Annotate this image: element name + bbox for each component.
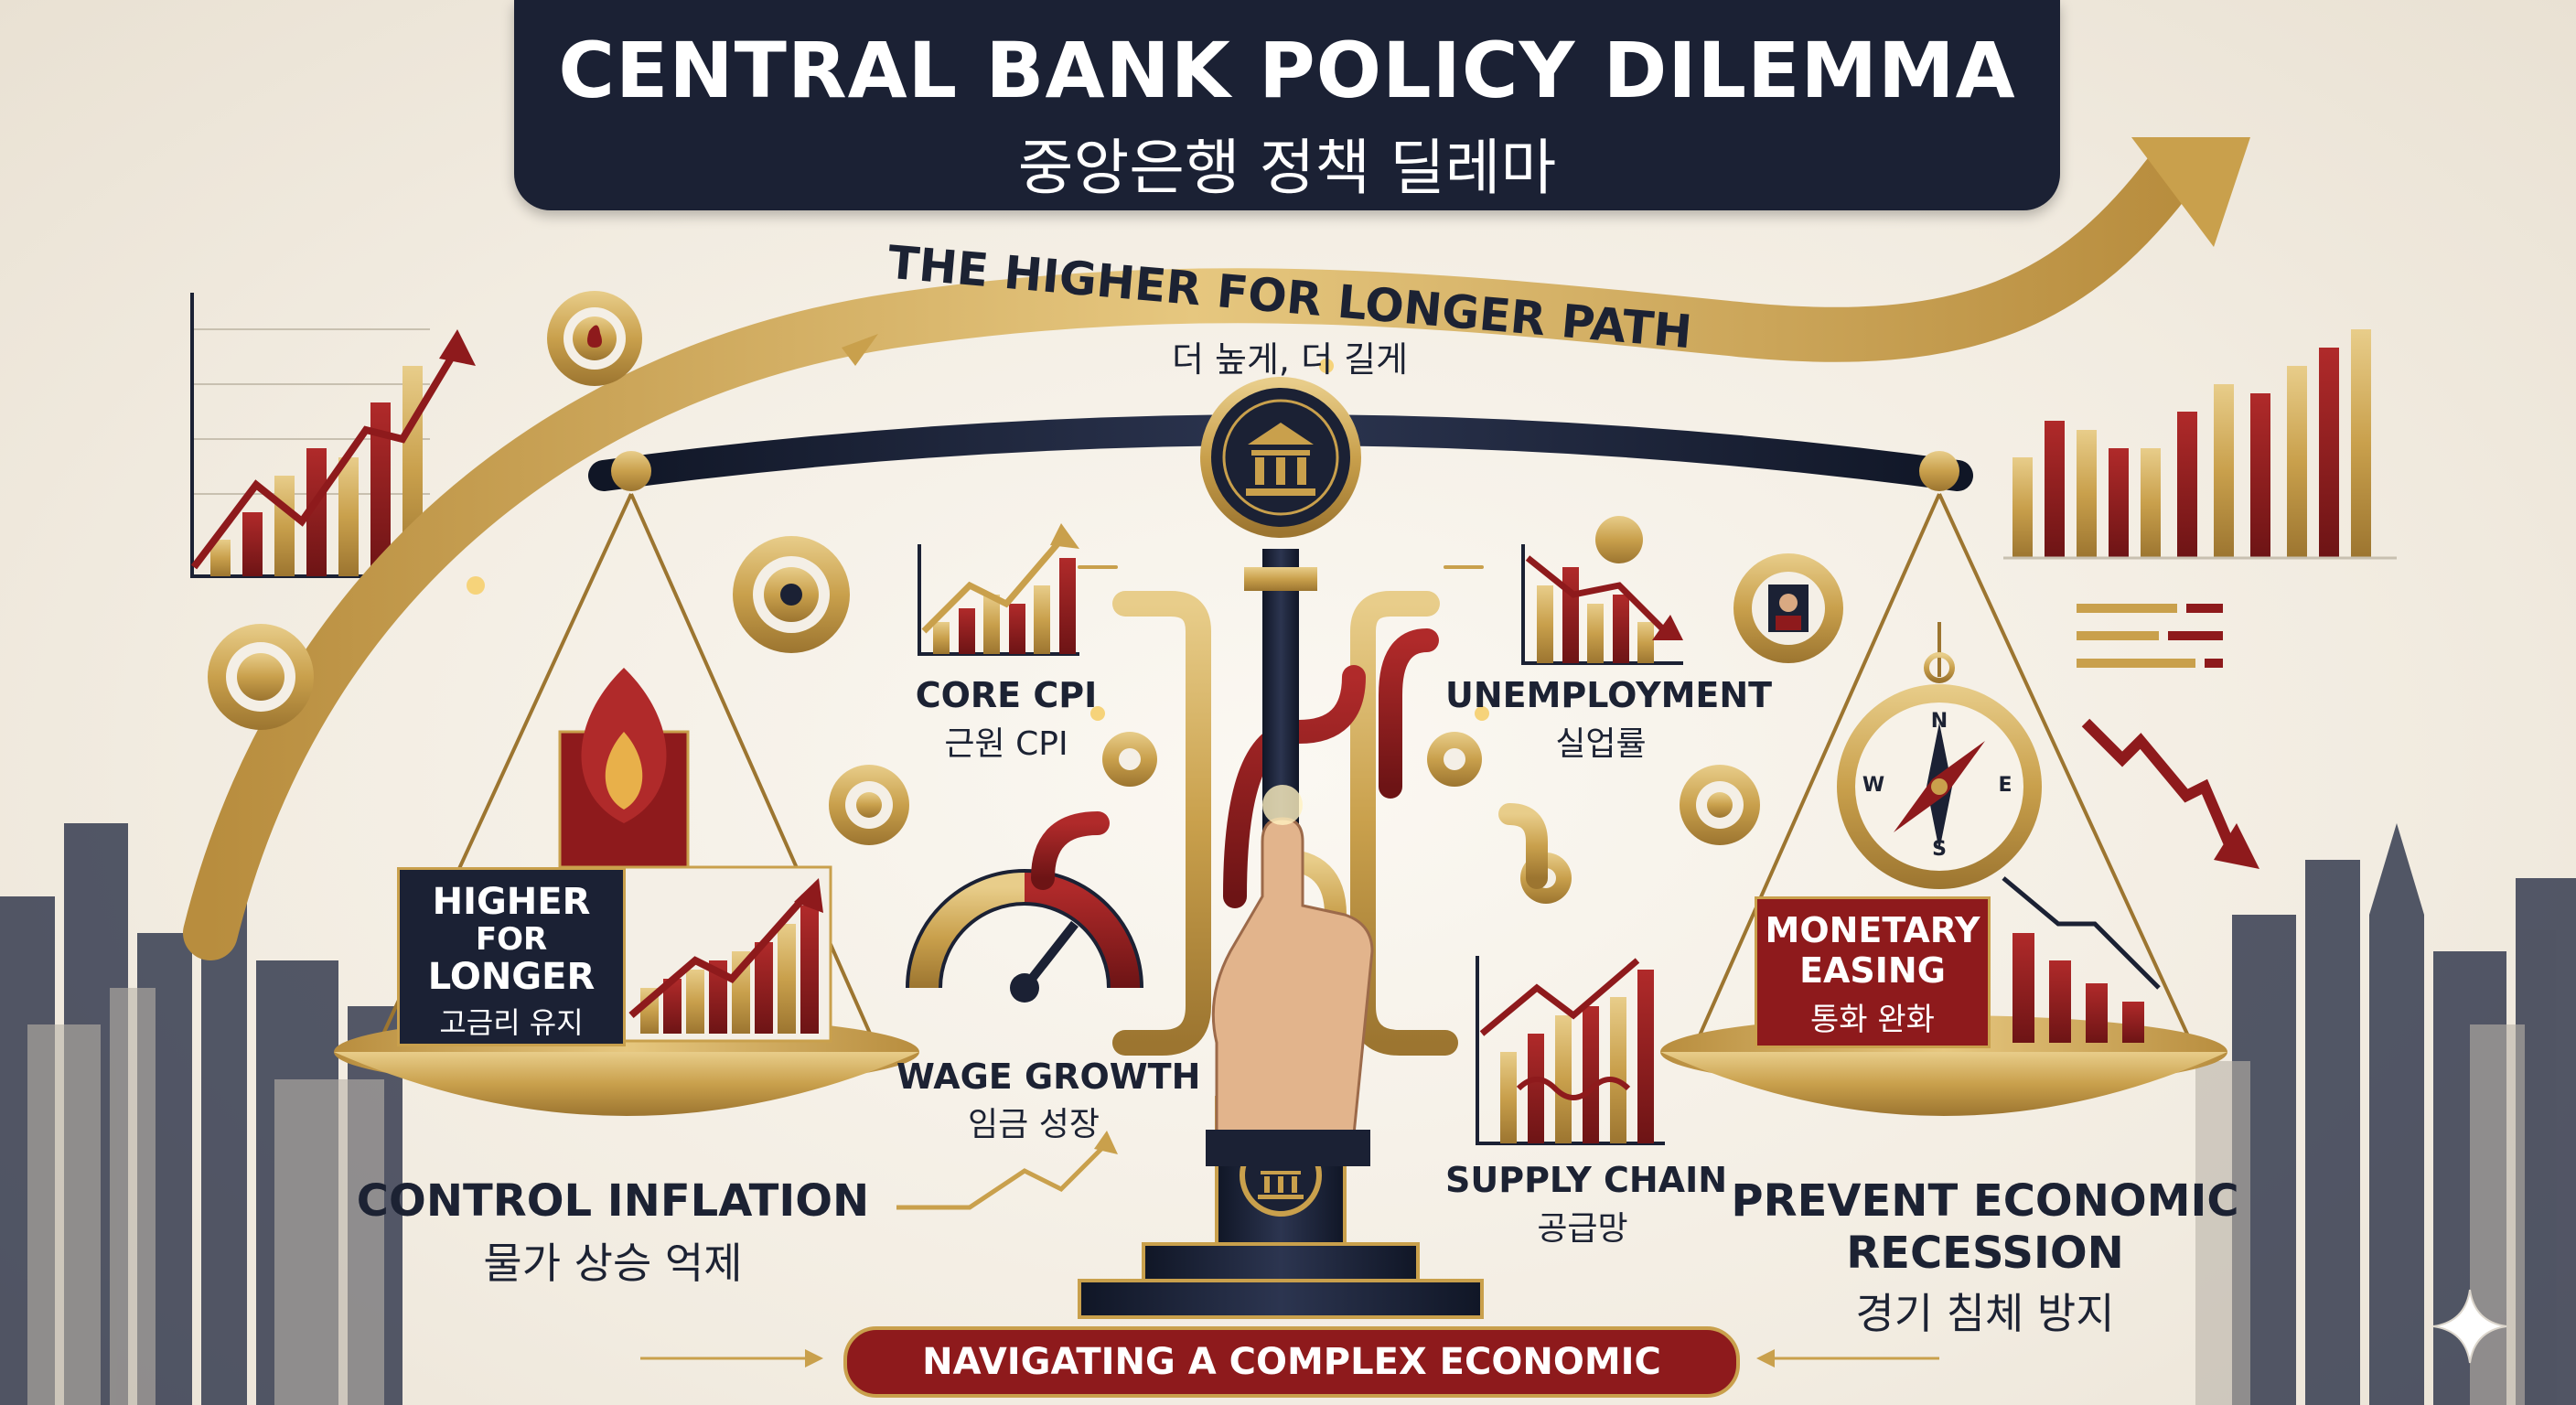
supply-chain-label: SUPPLY CHAIN: [1445, 1160, 1728, 1200]
scale-pan-left: [334, 668, 919, 1116]
panel-left-line3: LONGER: [427, 956, 596, 998]
supply-chain-chart: [1476, 956, 1665, 1145]
unemployment-label-korean: 실업률: [1555, 725, 1647, 763]
panel-left-line1: HIGHER: [432, 881, 591, 923]
scale-chains-right: [1690, 493, 2197, 1053]
sparkle-star-icon: [2432, 1289, 2507, 1364]
compass-w: W: [1862, 774, 1885, 797]
central-bank-emblem: [1200, 377, 1361, 538]
person-gear-icon: [1733, 553, 1843, 663]
compass-s: S: [1932, 838, 1947, 861]
city-skyline-left-far: [27, 988, 384, 1405]
hand-pressing-lever: [1206, 785, 1374, 1166]
gear-icon-top-left: [547, 291, 642, 386]
bottom-banner: NAVIGATING A COMPLEX ECONOMIC LANDSCAPE: [843, 1326, 1740, 1398]
wage-growth-label-korean: 임금 성장: [968, 1106, 1100, 1143]
page-title-korean: 중앙은행 정책 딜레마: [1017, 133, 1557, 203]
core-cpi-chart: [918, 523, 1079, 656]
compass-icon: [1837, 622, 2042, 889]
bar-chart-top-right: [2003, 329, 2397, 560]
wage-growth-gauge: [906, 869, 1143, 1003]
gear-icon-small-2: [1427, 732, 1482, 787]
unemployment-label: UNEMPLOYMENT: [1445, 675, 1773, 715]
panel-left-line2: FOR: [475, 921, 548, 958]
arrow-banner-right: [1756, 1349, 1775, 1367]
panel-left-korean: 고금리 유지: [439, 1005, 584, 1040]
gear-icon-left: [208, 624, 314, 730]
wage-growth-label: WAGE GROWTH: [896, 1056, 1201, 1097]
panel-right-line1: MONETARY: [1765, 910, 1980, 950]
goal-right-label-line2: RECESSION: [1846, 1228, 2124, 1279]
compass-n: N: [1930, 710, 1948, 733]
page-title: CENTRAL BANK POLICY DILEMMA: [558, 26, 2016, 115]
monetary-easing-panel: MONETARY EASING 통화 완화: [1755, 896, 1991, 1048]
higher-for-longer-panel: HIGHER FOR LONGER 고금리 유지: [397, 867, 626, 1046]
panel-right-korean: 통화 완화: [1810, 1002, 1935, 1038]
panel-right-line2: EASING: [1799, 950, 1946, 991]
bar-list-right: [2077, 604, 2223, 668]
goal-left-label-korean: 물가 상승 억제: [483, 1239, 743, 1288]
falling-arrow-right: [2081, 718, 2259, 869]
supply-chain-label-korean: 공급망: [1537, 1210, 1628, 1248]
goal-right-label-korean: 경기 침체 방지: [1855, 1289, 2115, 1338]
sparkles: [467, 359, 1489, 721]
core-cpi-label: CORE CPI: [915, 675, 1098, 715]
arrow-banner-left: [805, 1349, 823, 1367]
goal-left-label: CONTROL INFLATION: [356, 1175, 870, 1227]
gear-icon-core-cpi: [733, 536, 850, 653]
higher-for-longer-arrow: [183, 137, 2250, 960]
gear-icon-small-1: [1102, 732, 1157, 787]
unemployment-chart: [1521, 516, 1683, 665]
core-cpi-label-korean: 근원 CPI: [944, 725, 1068, 763]
path-label-korean: 더 높게, 더 길게: [1171, 339, 1409, 380]
goal-right-label-line1: PREVENT ECONOMIC: [1731, 1175, 2239, 1227]
compass-e: E: [1998, 774, 2012, 797]
gear-icon-pipe-right: [1680, 765, 1760, 845]
wage-growth-arrow: [896, 1131, 1118, 1210]
title-box: [514, 0, 2060, 210]
